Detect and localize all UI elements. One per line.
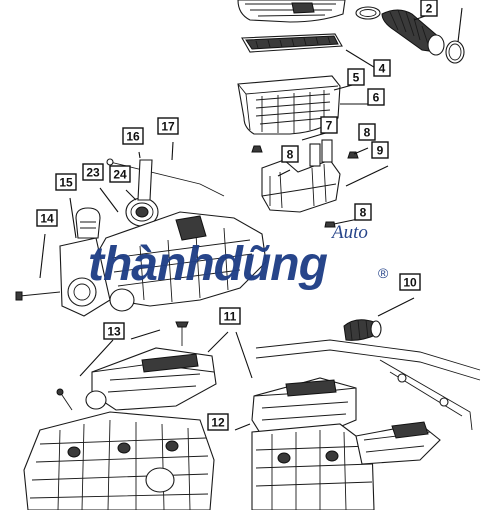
callout-number: 15: [59, 176, 73, 190]
callout-number: 8: [287, 148, 294, 162]
callout-box: [320, 116, 338, 134]
callout-number: 17: [161, 120, 175, 134]
callout-box: [399, 273, 421, 291]
air-inlet-hose: [381, 9, 445, 56]
callout-10: 10: [399, 273, 421, 291]
callout-box: [36, 209, 58, 227]
callout-8b: 8: [281, 145, 299, 163]
callout-box: [420, 0, 438, 17]
throttle-cable-bracket: [106, 158, 225, 201]
callout-number: 24: [113, 168, 127, 182]
brand-watermark: thànhdũng Auto ®: [88, 222, 389, 291]
callout-box: [103, 322, 125, 340]
lower-right-engine: [251, 421, 441, 510]
watermark-sub-text: Auto: [330, 222, 368, 243]
callout-14: 14: [36, 209, 58, 227]
air-filter-element: [241, 33, 343, 53]
callout-17: 17: [157, 117, 179, 135]
callout-box: [55, 173, 77, 191]
callout-box: [82, 163, 104, 181]
callout-number: 23: [86, 166, 100, 180]
callout-2: 2: [420, 0, 438, 17]
watermark-brand-text: thànhdũng: [88, 238, 328, 291]
callout-15: 15: [55, 173, 77, 191]
callout-number: 8: [364, 126, 371, 140]
callout-24: 24: [109, 165, 131, 183]
lower-left-engine: [23, 411, 215, 510]
manifold-screw: [175, 321, 189, 346]
callout-8c: 8: [354, 203, 372, 221]
oil-filler-cap: [75, 207, 101, 239]
callout-7: 7: [320, 116, 338, 134]
air-cleaner-housing: [237, 75, 341, 135]
callout-number: 4: [379, 62, 386, 76]
callout-number: 5: [353, 71, 360, 85]
callout-number: 13: [107, 325, 121, 339]
callout-box: [207, 413, 229, 431]
callout-box: [367, 88, 385, 106]
callout-13: 13: [103, 322, 125, 340]
callout-box: [109, 165, 131, 183]
callout-number: 2: [426, 2, 433, 16]
callout-number: 6: [373, 91, 380, 105]
callout-number: 10: [403, 276, 417, 290]
housing-grommets: [251, 145, 359, 159]
callout-box: [157, 117, 179, 135]
callout-number: 9: [377, 144, 384, 158]
vehicle-frame-rail: [255, 339, 481, 431]
callout-box: [373, 59, 391, 77]
callout-number: 12: [211, 416, 225, 430]
callout-box: [358, 123, 376, 141]
long-bolt: [15, 291, 61, 301]
air-cleaner-lid: [237, 0, 346, 23]
callout-6: 6: [367, 88, 385, 106]
leader-lines: [39, 7, 463, 431]
callout-12: 12: [207, 413, 229, 431]
mount-screw: [324, 221, 336, 228]
callout-box: [347, 68, 365, 86]
callout-number: 14: [40, 212, 54, 226]
callout-box: [281, 145, 299, 163]
callout-8a: 8: [358, 123, 376, 141]
callout-number: 8: [360, 206, 367, 220]
callout-23: 23: [82, 163, 104, 181]
hose-clamp-top: [355, 6, 381, 20]
callout-box: [219, 307, 241, 325]
callout-4: 4: [373, 59, 391, 77]
callout-16: 16: [122, 127, 144, 145]
callout-number: 16: [126, 130, 140, 144]
hose-clamp-right: [445, 40, 465, 64]
callout-box: [122, 127, 144, 145]
callout-5: 5: [347, 68, 365, 86]
support-bracket: [261, 139, 341, 213]
hose-clamp-left: [56, 388, 73, 411]
callout-number: 11: [224, 310, 237, 324]
callout-9: 9: [371, 141, 389, 159]
watermark-registered-mark: ®: [378, 265, 389, 281]
callout-11: 11: [219, 307, 241, 325]
callout-number: 7: [326, 119, 333, 133]
callout-box: [354, 203, 372, 221]
engine-front-cover: [59, 237, 135, 317]
intake-hose-10: [343, 319, 382, 341]
lower-left-air-cleaner: [85, 347, 217, 411]
callout-box: [371, 141, 389, 159]
